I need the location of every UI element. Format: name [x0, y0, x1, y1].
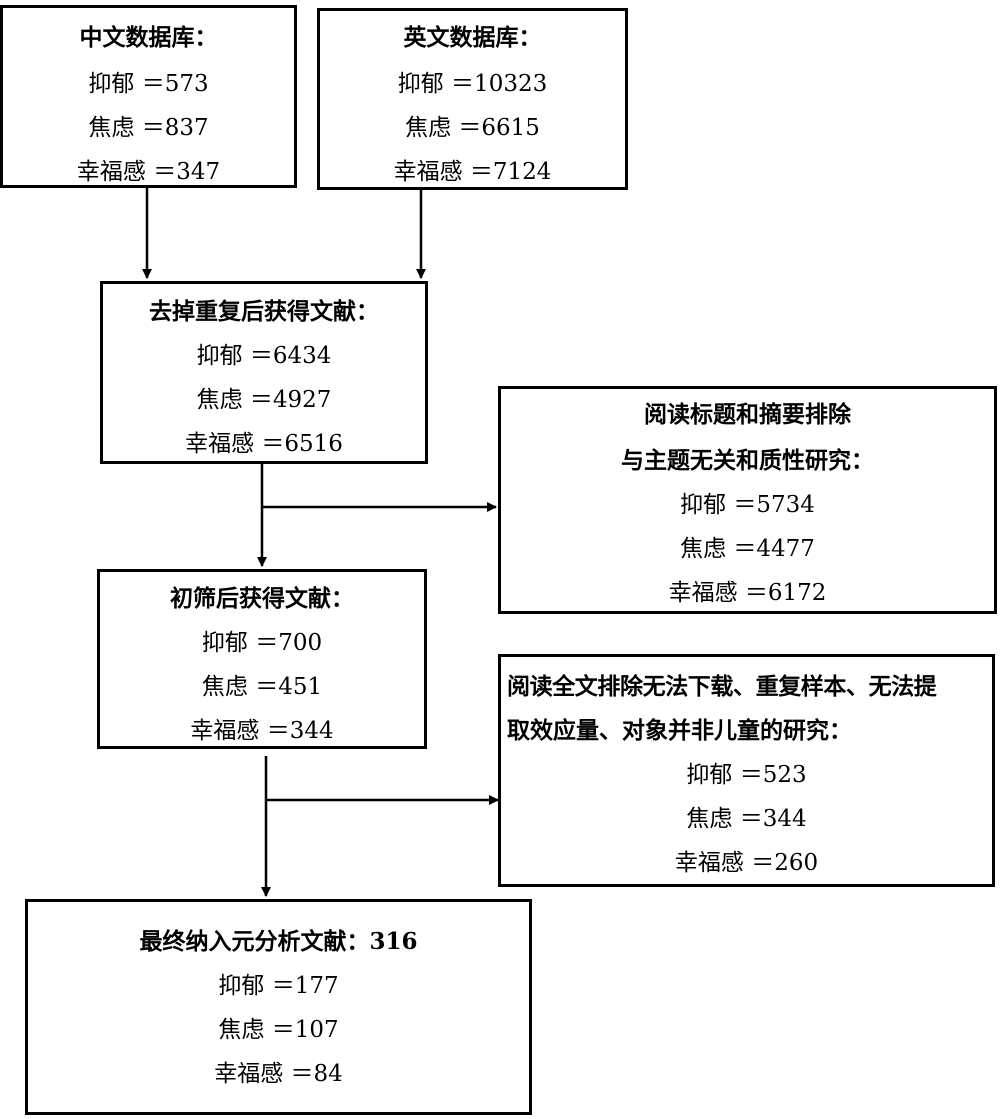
screening-depression-count: 抑郁 ＝700 — [201, 630, 323, 656]
exclude-title-abstract-title-line2: 与主题无关和质性研究： — [621, 447, 874, 474]
chinese-database-title: 中文数据库： — [79, 24, 218, 51]
deduplicated-anxiety-count: 焦虑 ＝4927 — [196, 387, 332, 413]
deduplicated-depression-count: 抑郁 ＝6434 — [196, 343, 332, 369]
screening-wellbeing-count: 幸福感 ＝344 — [190, 718, 334, 744]
final-included-title: 最终纳入元分析文献：316 — [139, 928, 418, 955]
chinese-database-box: 中文数据库： 抑郁 ＝573 焦虑 ＝837 幸福感 ＝347 — [0, 5, 297, 188]
deduplicated-box: 去掉重复后获得文献： 抑郁 ＝6434 焦虑 ＝4927 幸福感 ＝6516 — [100, 281, 428, 464]
exclude-title-abstract-title-line1: 阅读标题和摘要排除 — [644, 401, 851, 428]
deduplicated-title: 去掉重复后获得文献： — [149, 298, 379, 325]
exclude-fulltext-title-line1: 阅读全文排除无法下载、重复样本、无法提 — [507, 673, 937, 700]
screening-anxiety-count: 焦虑 ＝451 — [201, 674, 323, 700]
exclude-fulltext-wellbeing-count: 幸福感 ＝260 — [674, 850, 819, 876]
final-depression-count: 抑郁 ＝177 — [218, 973, 339, 999]
english-wellbeing-count: 幸福感 ＝7124 — [393, 159, 552, 185]
initial-screening-box: 初筛后获得文献： 抑郁 ＝700 焦虑 ＝451 幸福感 ＝344 — [97, 569, 427, 749]
final-wellbeing-count: 幸福感 ＝84 — [214, 1061, 343, 1087]
english-database-box: 英文数据库： 抑郁 ＝10323 焦虑 ＝6615 幸福感 ＝7124 — [317, 8, 628, 190]
english-anxiety-count: 焦虑 ＝6615 — [405, 115, 540, 141]
chinese-anxiety-count: 焦虑 ＝837 — [88, 115, 209, 141]
chinese-depression-count: 抑郁 ＝573 — [88, 71, 209, 97]
deduplicated-wellbeing-count: 幸福感 ＝6516 — [185, 431, 343, 457]
exclude-fulltext-depression-count: 抑郁 ＝523 — [686, 762, 807, 788]
initial-screening-title: 初筛后获得文献： — [170, 585, 354, 612]
final-included-box: 最终纳入元分析文献：316 抑郁 ＝177 焦虑 ＝107 幸福感 ＝84 — [25, 899, 532, 1115]
chinese-wellbeing-count: 幸福感 ＝347 — [76, 159, 221, 185]
exclude-title-wellbeing-count: 幸福感 ＝6172 — [668, 580, 827, 606]
exclude-title-depression-count: 抑郁 ＝5734 — [680, 492, 815, 518]
exclude-fulltext-anxiety-count: 焦虑 ＝344 — [686, 806, 807, 832]
english-database-title: 英文数据库： — [403, 24, 542, 51]
exclude-fulltext-title-line2: 取效应量、对象并非儿童的研究： — [507, 717, 852, 744]
exclude-title-abstract-box: 阅读标题和摘要排除 与主题无关和质性研究： 抑郁 ＝5734 焦虑 ＝4477 … — [498, 386, 997, 614]
exclude-full-text-box: 阅读全文排除无法下载、重复样本、无法提 取效应量、对象并非儿童的研究： 抑郁 ＝… — [498, 654, 995, 887]
exclude-title-anxiety-count: 焦虑 ＝4477 — [680, 536, 815, 562]
final-anxiety-count: 焦虑 ＝107 — [218, 1017, 339, 1043]
english-depression-count: 抑郁 ＝10323 — [397, 71, 548, 97]
